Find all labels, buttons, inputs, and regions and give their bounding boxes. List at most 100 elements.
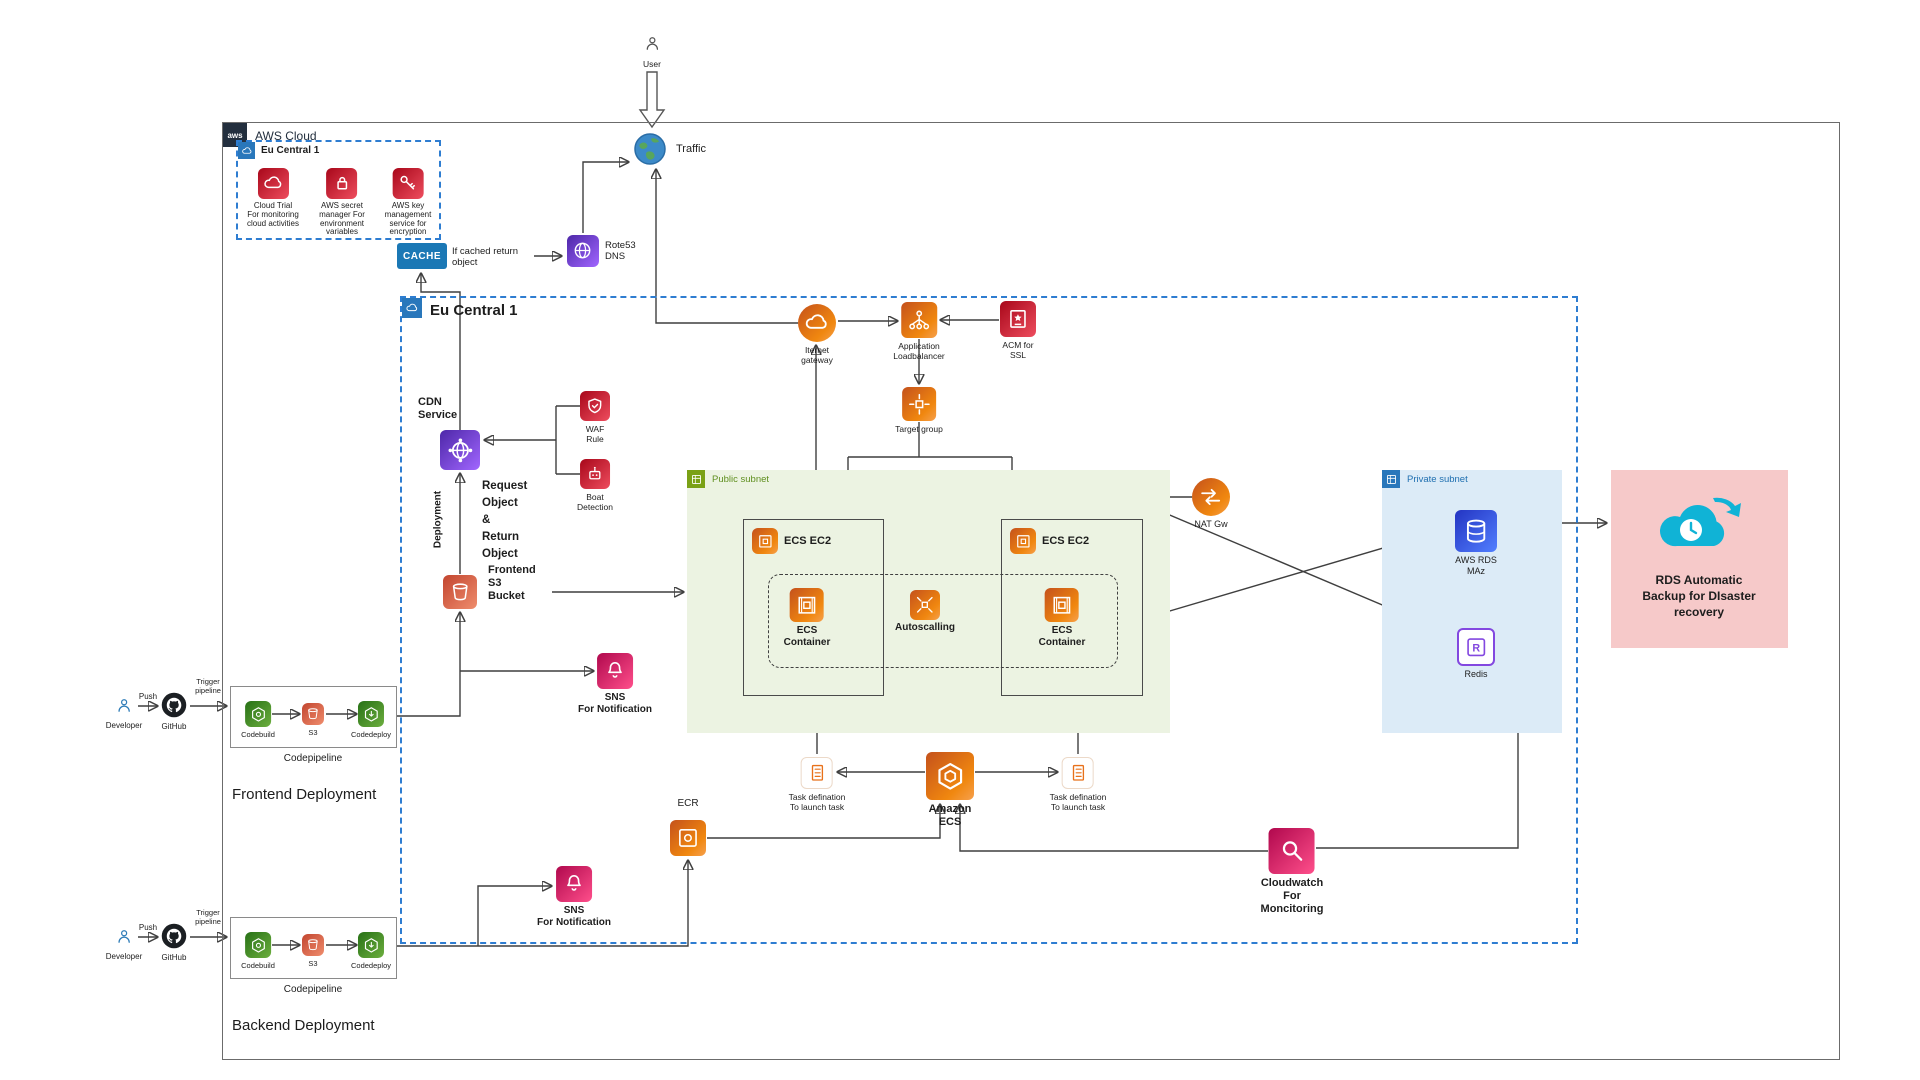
bell-icon [596,653,633,689]
amazon-ecs-node: Amazon ECS [926,752,974,829]
target-group-icon [901,387,936,421]
certificate-icon [1000,301,1036,337]
autoscaling-icon [909,590,940,620]
bot-detection-node: Boat Detection [577,459,613,512]
sns-backend-label: SNS For Notification [537,905,611,928]
codedeploy-node-backend: Codedeploy [351,932,391,971]
cloudtrail-icon [257,168,289,199]
kms-node: AWS key management service for encryptio… [385,168,431,237]
waf-label: WAF Rule [585,424,605,444]
s3-bucket-node [443,575,477,609]
cloudtrail-node: Cloud Trial For monitoring cloud activit… [247,168,299,228]
s3-bucket-label: Frontend S3 Bucket [488,564,536,602]
codepipeline-box-backend [230,917,397,979]
secrets-manager-node: AWS secret manager For environment varia… [319,168,365,237]
backend-deployment-title: Backend Deployment [232,1017,375,1034]
user-label: User [643,59,661,69]
github-node-backend: GitHub [160,922,188,963]
internet-gateway-label: Iternet gateway [801,345,833,365]
private-subnet-label: Private subnet [1407,474,1468,485]
acm-node: ACM for SSL [1000,301,1036,360]
autoscaling-node: Autoscalling [895,590,955,633]
region-icon [402,298,422,318]
bucket-icon [443,575,477,609]
codebuild-icon [245,932,271,958]
user-node: User [639,30,665,69]
task-definition-label: Task defination To launch task [1049,792,1107,812]
region-security-label: Eu Central 1 [261,145,320,156]
cloudtrail-label: Cloud Trial For monitoring cloud activit… [246,201,300,228]
autoscaling-label: Autoscalling [894,622,956,633]
cloud-clock-icon [1659,497,1741,547]
user-icon [639,30,665,56]
ecs-ec2-icon [752,528,778,554]
acm-label: ACM for SSL [1002,340,1034,360]
codepipeline-label-backend: Codepipeline [283,984,343,995]
github-label: GitHub [161,722,187,731]
container-icon [1044,588,1079,622]
ecs-container-node-2: ECS Container [1039,588,1085,649]
sns-backend-node: SNS For Notification [537,866,611,929]
codepipeline-label-frontend: Codepipeline [283,753,343,764]
ecr-node [670,820,706,856]
sns-frontend-label: SNS For Notification [578,692,652,715]
amazon-ecs-label: Amazon ECS [928,803,972,828]
waf-node: WAF Rule [580,391,610,444]
aws-cloud-label: AWS Cloud [255,129,317,143]
push-label-backend: Push [138,923,158,932]
shield-icon [580,391,610,421]
bucket-icon [302,934,324,956]
rds-backup-label: RDS Automatic Backup for DIsaster recove… [1642,573,1756,619]
region-security-box: Eu Central 1 [236,140,441,240]
redis-label: Redis [1464,669,1488,679]
aws-logo: aws [223,123,247,147]
magnifier-icon [1269,828,1315,874]
trigger-label-backend: Trigger pipeline [195,908,221,926]
task-definition-icon [800,757,833,789]
user-flow-arrow [638,71,666,129]
redis-node: Redis [1457,628,1495,679]
rds-label: AWS RDS MAz [1455,555,1497,576]
load-balancer-node: Application Loadbalancer [893,302,945,361]
registry-icon [670,820,706,856]
cache-note: If cached return object [452,246,519,268]
rds-backup-box: RDS Automatic Backup for DIsaster recove… [1611,470,1788,648]
codebuild-icon [245,701,271,727]
codepipeline-box-frontend [230,686,397,748]
ecs-ec2-box-1: ECS EC2 [743,519,884,696]
github-label: GitHub [161,953,187,962]
trigger-label-frontend: Trigger pipeline [195,677,221,695]
nat-gateway-node: NAT Gw [1192,478,1230,529]
nat-gateway-label: NAT Gw [1194,519,1228,529]
route53-label: Rote53 DNS [605,240,636,262]
aws-cloud-box: aws AWS Cloud [222,122,1840,1060]
codedeploy-icon [358,932,384,958]
cloudwatch-label: Cloudwatch For Moncitoring [1260,877,1324,915]
ecs-ec2-icon [1010,528,1036,554]
public-subnet-icon [687,470,705,488]
developer-label: Developer [105,952,143,961]
lock-icon [326,168,358,199]
cloudwatch-node: Cloudwatch For Moncitoring [1260,828,1324,916]
secrets-manager-label: AWS secret manager For environment varia… [319,201,365,237]
s3-artifact-node-frontend: S3 [302,703,324,738]
ecs-hexagon-icon [926,752,974,800]
robot-icon [579,459,610,489]
developer-node-backend: Developer [106,923,142,962]
database-icon [1455,510,1497,552]
task-definition-node-2: Task defination To launch task [1049,757,1107,812]
rds-node: AWS RDS MAz [1455,510,1497,577]
request-return-label: Request Object & Return Object [482,480,528,560]
nat-gateway-icon [1192,478,1230,516]
s3-artifact-label: S3 [308,959,318,968]
autoscaling-group-box [768,574,1118,668]
developer-node-frontend: Developer [106,692,142,731]
traffic-label: Traffic [676,143,706,155]
s3-artifact-label: S3 [308,728,318,737]
region-icon [238,142,255,159]
internet-gateway-node: Iternet gateway [798,304,836,365]
public-subnet-label: Public subnet [712,474,770,485]
ecs-ec2-label: ECS EC2 [1042,535,1090,547]
load-balancer-icon [900,302,937,338]
github-icon [160,922,188,950]
